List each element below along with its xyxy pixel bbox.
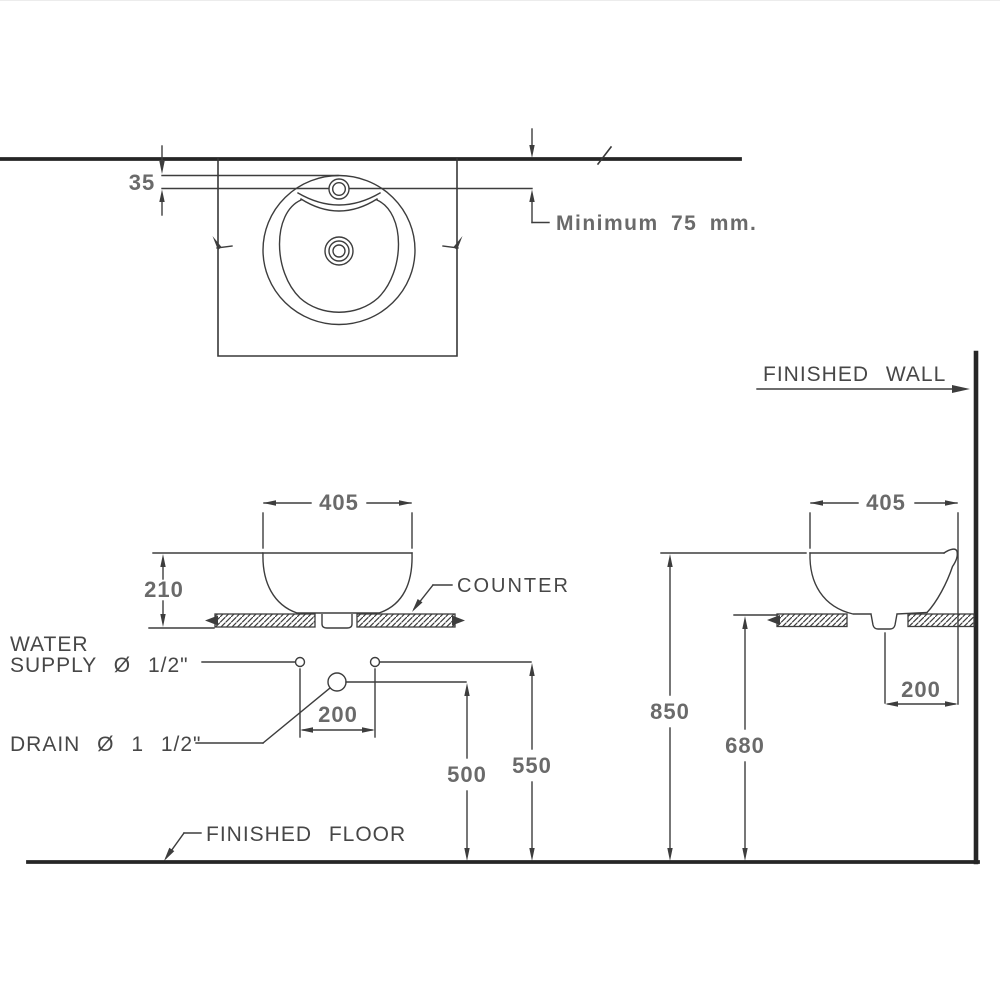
counter-break-arrow-icon [205, 615, 218, 626]
plan-counter-outline [217, 158, 458, 357]
drain-stub-side [870, 613, 898, 630]
dim-supply-spacing: 200 [299, 668, 376, 738]
water-supply-label-line1: WATER [10, 633, 89, 656]
minimum-clearance-label: Minimum 75 mm. [556, 212, 757, 235]
deck-edge-lower [300, 198, 378, 212]
arrow-down-icon [159, 161, 165, 174]
section-tick [442, 245, 459, 249]
plan-view: 35 Minimum 75 mm. [0, 128, 757, 357]
dim-supply-height: 550 [512, 663, 552, 861]
arrow-up-icon [529, 189, 535, 202]
basin-plan [262, 174, 416, 326]
deck-edge-upper [297, 192, 381, 206]
dim-minimum-clearance: Minimum 75 mm. [529, 128, 757, 235]
dim-value-405-side: 405 [866, 490, 906, 515]
dim-value-210: 210 [144, 577, 184, 602]
dim-value-550: 550 [512, 753, 552, 778]
arrow-up-icon [742, 616, 748, 629]
supply-point-icon [294, 656, 306, 668]
arrow-down-icon [160, 614, 166, 627]
counter-slab-left [776, 613, 848, 628]
section-arrow-icon [453, 236, 463, 250]
dim-drain-wall-offset: 200 [884, 632, 958, 707]
finished-floor-label: FINISHED FLOOR [206, 823, 406, 846]
section-mark-left [212, 236, 233, 250]
dim-value-200-front: 200 [318, 702, 358, 727]
dim-value-405-front: 405 [319, 490, 359, 515]
basin-back-lip [926, 548, 958, 614]
dim-basin-height: 210 [144, 552, 263, 629]
arrow-right-icon [399, 500, 412, 506]
water-supply-label-line2: SUPPLY Ø 1/2" [10, 654, 189, 677]
water-supply-points: WATER SUPPLY Ø 1/2" [10, 633, 532, 677]
arrow-down-icon [667, 848, 673, 861]
drain-stub-front [321, 614, 353, 629]
dim-rim-height: 850 [650, 552, 807, 861]
basin-side-profile [809, 548, 958, 630]
arrow-down-icon [529, 145, 535, 158]
section-tick [216, 245, 233, 249]
arrow-down-icon [529, 848, 535, 861]
counter-callout: COUNTER [412, 575, 570, 612]
arrow-up-icon [667, 554, 673, 567]
arrow-right-icon [362, 727, 375, 733]
leader-line [262, 687, 331, 744]
arrow-left-icon [300, 727, 313, 733]
dim-value-35: 35 [129, 170, 155, 195]
side-elevation: FINISHED WALL 405 [650, 350, 979, 865]
dim-value-200-side: 200 [901, 677, 941, 702]
dim-faucet-offset: 35 [129, 145, 165, 216]
counter-slab-left [214, 613, 316, 628]
basin-outer-rim [262, 174, 416, 326]
faucet-hole-inner [332, 181, 347, 196]
leader-arrow-icon [952, 385, 970, 393]
arrow-down-icon [742, 848, 748, 861]
dim-value-680: 680 [725, 733, 765, 758]
arrow-right-icon [945, 500, 958, 506]
dim-side-width: 405 [809, 490, 959, 705]
basin-inner-bowl [278, 199, 400, 313]
arrow-up-icon [529, 663, 535, 676]
wall-break-tick [596, 145, 613, 166]
counter-slab-right [907, 613, 975, 628]
finished-wall-label: FINISHED WALL [763, 363, 946, 386]
basin-front-profile [262, 552, 413, 614]
arrow-right-icon [945, 701, 958, 707]
front-elevation: 405 210 COUNTER [10, 490, 570, 861]
dim-value-500: 500 [447, 762, 487, 787]
counter-break-arrow-icon [767, 615, 780, 625]
finished-floor-callout: FINISHED FLOOR [164, 823, 406, 861]
supply-point-icon [369, 656, 381, 668]
arrow-up-icon [464, 683, 470, 696]
dim-front-width: 405 [262, 490, 413, 549]
drain-label: DRAIN Ø 1 1/2" [10, 733, 202, 756]
arrow-up-icon [159, 189, 165, 202]
counter-label: COUNTER [457, 575, 570, 597]
drain-point: DRAIN Ø 1 1/2" [10, 672, 467, 756]
counter-slab-right [356, 613, 456, 628]
dim-drain-height: 500 [447, 683, 487, 861]
arrow-down-icon [464, 848, 470, 861]
counter-break-arrow-icon [452, 615, 465, 626]
arrow-left-icon [810, 500, 823, 506]
drain-plan-inner [332, 244, 346, 258]
basin-bottom-line [896, 611, 928, 615]
basin-bowl-outline [262, 552, 413, 614]
section-arrow-icon [212, 236, 222, 250]
leader-arrow-icon [164, 847, 175, 861]
leader-arrow-icon [412, 599, 423, 612]
arrow-left-icon [263, 500, 276, 506]
dim-value-850: 850 [650, 699, 690, 724]
finished-wall-callout: FINISHED WALL [756, 363, 970, 393]
arrow-left-icon [885, 701, 898, 707]
counter-front [205, 613, 465, 629]
counter-side [767, 613, 975, 628]
arrow-up-icon [160, 554, 166, 567]
section-mark-right [442, 236, 463, 250]
dim-counter-height: 680 [725, 614, 777, 861]
basin-front-wall [809, 552, 872, 615]
